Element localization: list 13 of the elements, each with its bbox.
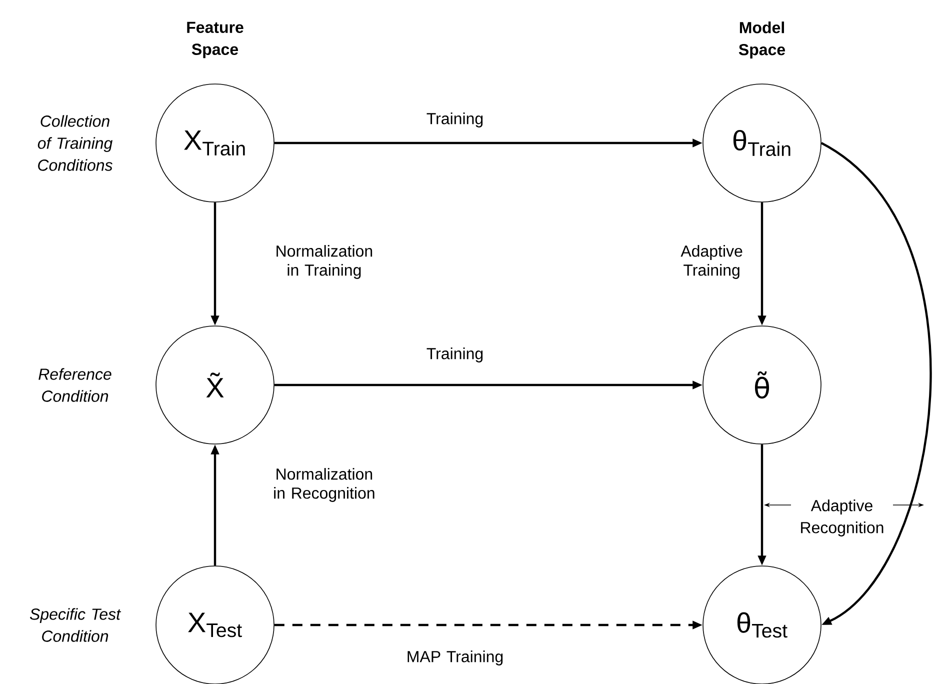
span-label: Adaptive Recognition — [791, 498, 893, 538]
row-label: Reference Condition — [38, 368, 112, 402]
edge-label: Normalization in Training — [276, 245, 372, 279]
row-label: Specific Test Condition — [30, 608, 122, 642]
column-heading: Model Space — [738, 22, 786, 58]
edge-label: Adaptive Training — [680, 245, 742, 279]
edge-label: Normalization in Recognition — [274, 468, 374, 502]
edge-label: MAP Training — [408, 650, 503, 666]
edge-label: Training — [426, 112, 483, 128]
arrow — [820, 142, 932, 625]
row-label: Collection of Training Conditions — [38, 115, 112, 171]
edge-label: Training — [426, 348, 483, 362]
column-heading: Feature Space — [187, 22, 244, 58]
